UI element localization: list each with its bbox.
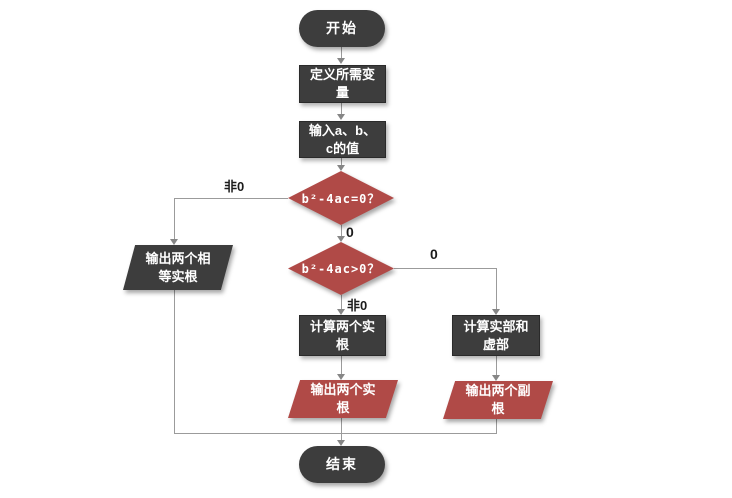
arrowhead-into-output-real [337,374,345,380]
connector-decision1-nonzero-vertical [174,198,175,239]
decision-diamond-shape: b²-4ac>0？ [288,242,394,295]
io-output-two-real-roots-label: 输出两个实 根 [310,382,376,415]
arrowhead-into-calc-imag [492,309,500,315]
process-calc-real-imag-parts-label: 计算实部和 虚部 [463,318,529,352]
connector-output-real-to-end [341,418,342,441]
io-output-two-real-roots: 输出两个实 根 [288,380,398,418]
process-define-variables: 定义所需变 量 [299,65,386,103]
decision-discriminant-greater-zero: b²-4ac>0？ [288,242,394,295]
terminator-end-label: 结束 [326,456,358,473]
connector-decision1-to-decision2 [341,225,342,237]
connector-output-sub-to-join [496,419,497,434]
connector-decision1-nonzero-horizontal [174,198,288,199]
edge-label-decision2-nonzero: 非0 [347,298,368,313]
io-output-two-sub-roots-label: 输出两个副 根 [465,383,531,416]
process-calc-two-real-roots-label: 计算两个实 根 [309,318,375,352]
connector-output-equal-to-join [174,290,175,434]
arrowhead-into-output-sub [492,375,500,381]
connector-calc-imag-to-output-sub [496,356,497,376]
decision-diamond-shape: b²-4ac=0？ [288,171,394,225]
terminator-start-label: 开始 [326,20,358,37]
io-output-equal-roots-label: 输出两个相 等实根 [145,250,211,284]
arrowhead-into-decision2 [337,236,345,242]
decision-greater-zero-label: b²-4ac>0？ [301,262,381,276]
decision-discriminant-equal-zero: b²-4ac=0？ [288,171,394,225]
process-define-variables-label: 定义所需变 量 [309,67,375,100]
arrowhead-into-decision1 [337,165,345,171]
io-parallelogram-shape: 输出两个副 根 [443,381,553,419]
arrowhead-into-end [337,440,345,446]
connector-decision2-to-calc-real [341,295,342,310]
arrowhead-into-input [337,114,345,120]
connector-decision2-zero-horizontal [394,268,496,269]
decision-equal-zero-label: b²-4ac=0？ [301,191,381,206]
edge-label-decision1-nonzero: 非0 [224,179,245,194]
process-input-values-label: 输入a、b、 c的值 [308,122,377,156]
io-output-two-sub-roots: 输出两个副 根 [443,381,553,419]
connector-join-horizontal [174,433,497,434]
process-input-values: 输入a、b、 c的值 [299,121,386,158]
arrowhead-into-define [337,58,345,64]
connector-define-to-input [341,103,342,115]
io-parallelogram-shape: 输出两个实 根 [288,380,398,418]
process-calc-real-imag-parts: 计算实部和 虚部 [452,315,540,356]
io-output-equal-roots: 输出两个相 等实根 [123,245,233,290]
arrowhead-into-output-equal [170,239,178,245]
connector-start-to-define [341,47,342,59]
process-calc-two-real-roots: 计算两个实 根 [299,315,386,356]
connector-calc-real-to-output-real [341,356,342,375]
connector-decision2-zero-vertical [496,268,497,310]
edge-label-decision2-zero: 0 [430,246,438,262]
io-parallelogram-shape: 输出两个相 等实根 [123,245,233,290]
connector-input-to-decision1 [341,158,342,166]
arrowhead-into-calc-real [337,309,345,315]
terminator-start: 开始 [299,10,385,47]
edge-label-decision1-zero: 0 [346,224,354,240]
terminator-end: 结束 [299,446,385,483]
